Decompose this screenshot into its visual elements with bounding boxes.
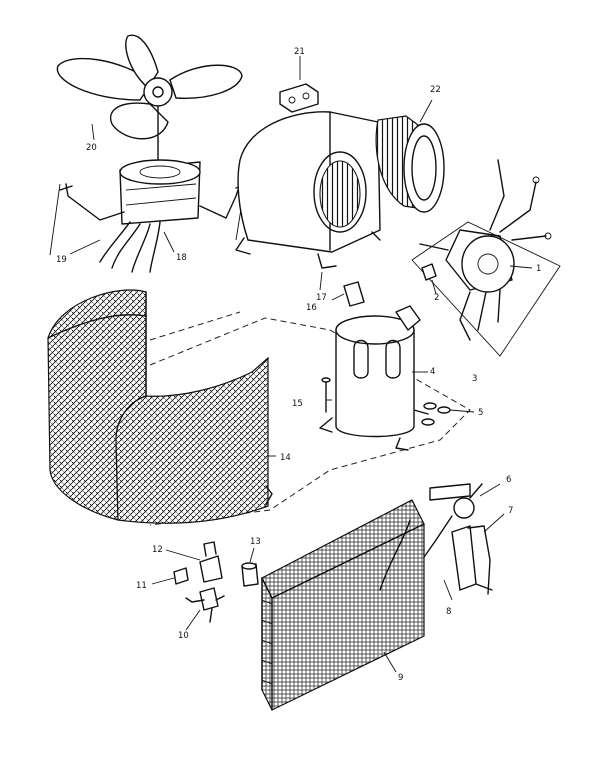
label-part-4: 4 [430, 367, 435, 377]
label-part-10: 10 [178, 631, 189, 641]
evaporator-coil [261, 499, 425, 711]
label-part-20: 20 [86, 143, 97, 153]
fan-blade [56, 34, 243, 161]
label-part-1: 1 [536, 264, 541, 274]
blower-wheel [375, 115, 445, 213]
label-part-19: 19 [56, 255, 67, 265]
label-part-18: 18 [176, 253, 187, 263]
label-part-3: 3 [472, 374, 477, 384]
grommets [421, 402, 451, 426]
label-part-2: 2 [434, 293, 439, 303]
relay [199, 541, 223, 583]
label-part-5: 5 [478, 408, 483, 418]
label-part-12: 12 [152, 545, 163, 555]
label-part-11: 11 [136, 581, 147, 591]
label-part-14: 14 [280, 453, 291, 463]
label-part-15: 15 [292, 399, 303, 409]
mounting-bolt [321, 377, 331, 413]
label-part-8: 8 [446, 607, 451, 617]
label-part-13: 13 [250, 537, 261, 547]
wire-harness [185, 587, 225, 623]
label-part-9: 9 [398, 673, 403, 683]
label-part-22: 22 [430, 85, 441, 95]
capacitor [343, 281, 365, 307]
blower-housing [235, 111, 381, 269]
overload-switch [173, 567, 189, 585]
label-part-21: 21 [294, 47, 305, 57]
terminal-block [279, 83, 319, 113]
fan-motor [99, 159, 201, 273]
label-part-6: 6 [506, 475, 511, 485]
label-part-7: 7 [508, 506, 513, 516]
leader-lines [69, 56, 533, 673]
blower-motor [411, 159, 561, 357]
label-part-17: 17 [316, 293, 327, 303]
condenser-coil [47, 289, 273, 524]
heater-element [451, 525, 493, 595]
label-part-16: 16 [306, 303, 317, 313]
start-capacitor [241, 562, 259, 587]
service-valve [421, 483, 483, 561]
base-pan-outline [149, 311, 471, 526]
hub-nut [421, 263, 437, 281]
compressor [319, 305, 429, 451]
part-labels: 1 2 3 4 5 6 7 8 9 10 11 12 13 14 15 16 1… [56, 47, 541, 683]
